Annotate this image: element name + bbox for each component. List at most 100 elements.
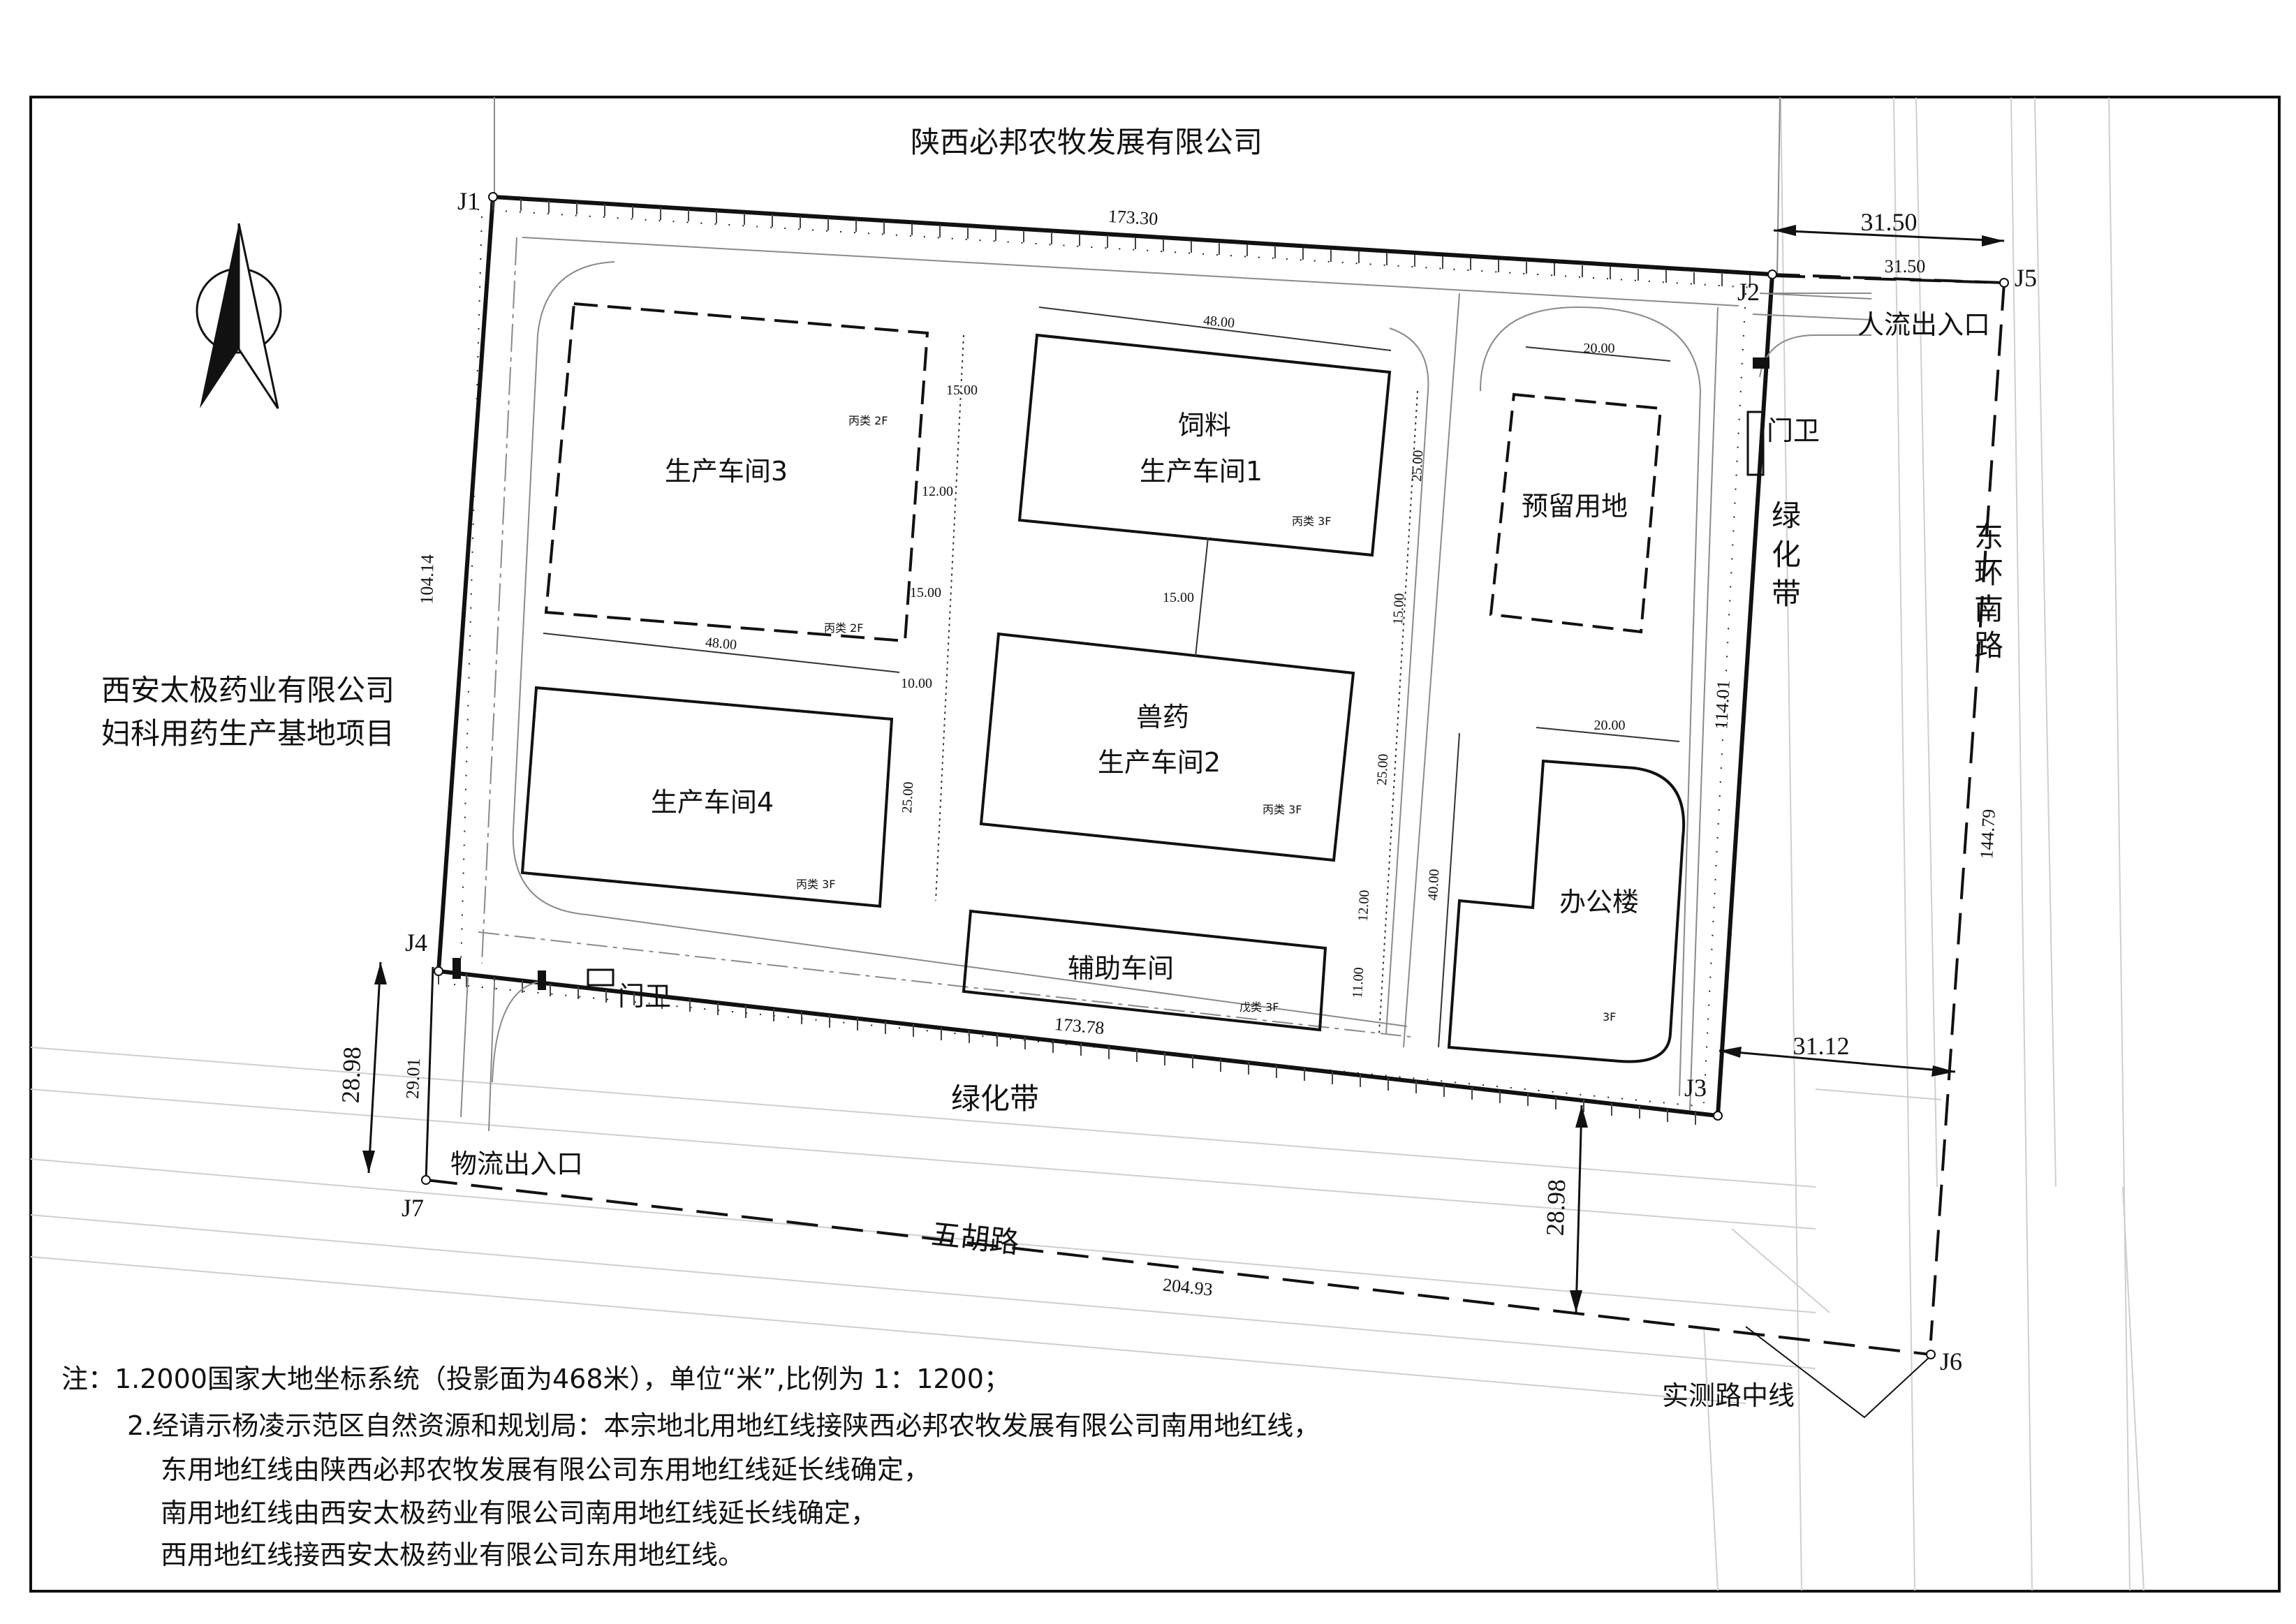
gate-post-west [452,958,461,979]
dim-15a: 15.00 [946,383,978,398]
gate-post-south [538,970,546,990]
dim-j6-east: 144.79 [1976,809,1999,859]
dim-25b: 25.00 [1409,450,1426,482]
workshop-2-label-2: 生产车间2 [1098,747,1221,778]
arrow-j7 [362,1151,375,1173]
dim-office-width: 20.00 [1594,718,1626,733]
building-auxiliary [962,909,1327,1032]
building-office [1447,759,1686,1063]
dim-east: 114.01 [1711,680,1734,730]
svg-text:绿化带: 绿化带 [1767,500,1802,617]
office-tag: 3F [1603,1010,1616,1024]
dim-j2-j5-big: 31.50 [1861,208,1918,236]
building-workshop-3 [544,302,929,643]
point-j5: J5 [2015,264,2037,292]
arrow-j2 [1774,225,1796,236]
dim-25c: 25.00 [1374,753,1391,785]
note-line-2: 2.经请示杨凌示范区自然资源和规划局：本宗地北用地红线接陕西必邦农牧发展有限公司… [127,1410,1320,1441]
dim-12b: 12.00 [1355,889,1372,922]
west-neighbor-label-2: 妇科用药生产基地项目 [101,716,395,751]
svg-text:东环南路: 东环南路 [1970,521,2004,666]
point-j3: J3 [1684,1074,1707,1102]
dim-10: 10.00 [901,676,932,691]
note-line-5: 西用地红线接西安太极药业有限公司东用地红线。 [161,1540,744,1570]
dim-b1-width: 48.00 [1202,313,1235,331]
dim-b4-width: 48.00 [705,635,737,653]
entry-logistics-label: 物流出入口 [450,1149,583,1179]
workshop-1-tag: 丙类 3F [1292,515,1331,528]
arrow-east-road [1931,1065,1955,1077]
entry-people-label: 人流出入口 [1857,309,1990,340]
north-neighbor-line-east [1776,96,1781,276]
arrow-j3 [1719,1047,1742,1058]
note-line-3: 东用地红线由陕西必邦农牧发展有限公司东用地红线延长线确定， [161,1454,930,1485]
centerline-leader [1745,1326,1931,1419]
dim-north: 173.30 [1107,206,1158,229]
south-road-lines [30,1047,1942,1404]
green-east-label: 绿化带 [1767,500,1802,617]
workshop-1-label-2: 生产车间1 [1140,456,1263,487]
arrow-j5 [1982,235,2004,246]
dim-reserve-width: 20.00 [1584,341,1615,356]
auxiliary-label: 辅助车间 [1068,953,1174,984]
dim-25a: 25.00 [899,781,916,813]
office-label: 办公楼 [1559,887,1639,917]
west-neighbor-label-1: 西安太极药业有限公司 [101,673,395,707]
dim-11: 11.00 [1350,967,1367,998]
building-reserve-land [1489,392,1663,634]
point-j2: J2 [1737,278,1760,306]
dim-15d: 15.00 [1390,593,1407,625]
dim-40: 40.00 [1425,869,1442,901]
road-east-label: 东环南路 [1970,521,2004,666]
reserve-land-label: 预留用地 [1522,491,1628,522]
auxiliary-tag: 戊类 3F [1239,1001,1279,1014]
workshop-3-label: 生产车间3 [665,456,788,487]
dim-12a: 12.00 [922,484,953,499]
south-road-centerline [425,1179,1931,1356]
arrow-j4 [374,962,387,984]
workshop-3-tag-bottom: 丙类 2F [824,621,863,635]
note-line-4: 南用地红线由西安太极药业有限公司南用地红线延长线确定， [161,1498,877,1528]
gate-house-south [587,968,615,987]
point-j1: J1 [457,187,480,215]
dim-j4-j7-small: 29.01 [402,1058,424,1099]
workshop-3-tag-top: 丙类 2F [848,414,888,427]
note-line-1: 注：1.2000国家大地坐标系统（投影面为468米），单位“米”,比例为 1：1… [61,1364,1010,1394]
green-south-label: 绿化带 [951,1082,1039,1116]
drawing-frame [29,96,2281,1593]
dim-j3-south: 28.98 [1541,1179,1571,1236]
workshop-1-label-1: 饲料 [1178,410,1231,441]
building-workshop-2 [979,632,1355,862]
dim-j2-j5-small: 31.50 [1885,256,1926,276]
workshop-2-label-1: 兽药 [1136,702,1189,732]
north-arrow-icon [196,223,282,409]
point-j6: J6 [1940,1348,1962,1375]
dim-15c: 15.00 [1163,590,1194,605]
point-j7: J7 [402,1194,424,1222]
gate-house-east [1746,411,1765,476]
east-road-lines [1703,97,2144,1591]
gate-post-east [1753,357,1769,369]
dim-j3-east: 31.12 [1793,1032,1850,1060]
centerline-label: 实测路中线 [1662,1380,1795,1411]
outer-dimension-lines [367,229,2005,1313]
workshop-4-label: 生产车间4 [651,787,774,818]
north-neighbor-label: 陕西必邦农牧发展有限公司 [911,125,1263,159]
gate-south-label: 门卫 [618,981,671,1012]
control-points [421,192,2009,1359]
dim-15b: 15.00 [910,585,941,600]
dim-south: 173.78 [1054,1014,1105,1038]
workshop-4-tag: 丙类 3F [796,878,835,891]
arrow-j6-south [1570,1290,1582,1313]
point-j4: J4 [405,929,427,957]
arrow-j3-south [1575,1105,1588,1128]
dimension-lines [543,307,1680,1048]
dim-west: 104.14 [416,554,437,605]
gate-east-label: 门卫 [1767,415,1820,446]
internal-roads [460,237,1872,1132]
building-workshop-4 [520,686,894,908]
building-workshop-1 [1017,333,1392,557]
dim-j4-j7-big: 28.98 [337,1046,367,1103]
road-south-label: 五胡路 [929,1217,1020,1260]
